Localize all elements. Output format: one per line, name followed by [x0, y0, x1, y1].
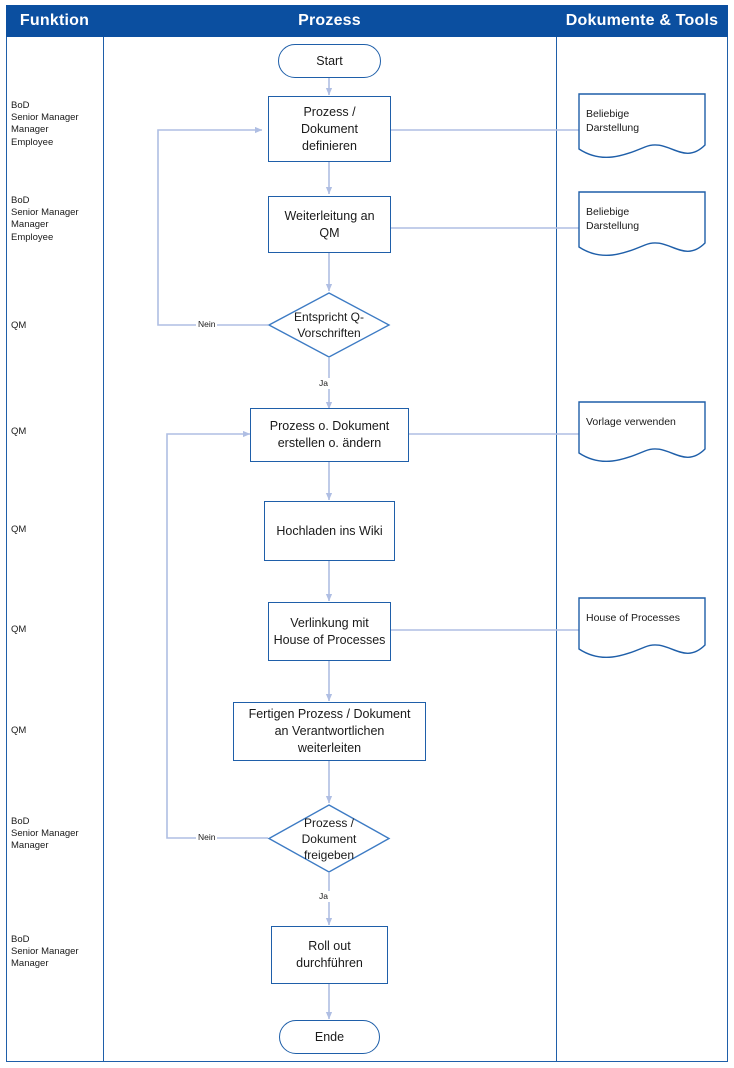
node-entspricht-q-vorschriften[interactable]: Entspricht Q- Vorschriften	[267, 292, 391, 358]
role-label-release: BoD Senior Manager Manager	[11, 816, 79, 852]
document-shape	[578, 191, 706, 257]
node-prozess-dokument-definieren[interactable]: Prozess / Dokument definieren	[268, 96, 391, 162]
document-beliebige-darstellung-1[interactable]: Beliebige Darstellung	[578, 93, 706, 160]
column-header-dokumente: Dokumente & Tools	[565, 12, 719, 29]
node-label: Prozess / Dokument freigeben	[301, 815, 357, 862]
document-shape	[578, 93, 706, 159]
document-label: House of Processes	[586, 612, 680, 624]
node-weiterleitung-an-qm[interactable]: Weiterleitung an QM	[268, 196, 391, 253]
node-verlinkung-house-of-processes[interactable]: Verlinkung mit House of Processes	[268, 602, 391, 661]
document-label: Beliebige Darstellung	[586, 108, 640, 134]
role-label-link-hop: QM	[11, 624, 27, 635]
document-shape	[578, 597, 706, 659]
role-label-handover: QM	[11, 725, 27, 736]
role-label-define: BoD Senior Manager Manager Employee	[11, 100, 79, 148]
node-roll-out-durchfuehren[interactable]: Roll out durchführen	[271, 926, 388, 984]
node-hochladen-ins-wiki[interactable]: Hochladen ins Wiki	[264, 501, 395, 561]
role-label-create: QM	[11, 426, 27, 437]
document-vorlage-verwenden[interactable]: Vorlage verwenden	[578, 401, 706, 464]
branch-label-check-q-nein: Nein	[196, 319, 218, 330]
document-house-of-processes[interactable]: House of Processes	[578, 597, 706, 660]
node-start[interactable]: Start	[278, 44, 381, 78]
document-beliebige-darstellung-2[interactable]: Beliebige Darstellung	[578, 191, 706, 258]
header-band	[6, 5, 728, 37]
node-ende[interactable]: Ende	[279, 1020, 380, 1054]
decision-outline-1	[267, 292, 391, 358]
node-prozess-dokument-freigeben[interactable]: Prozess / Dokument freigeben	[267, 804, 391, 873]
column-header-prozess: Prozess	[298, 12, 361, 29]
document-label: Beliebige Darstellung	[586, 206, 640, 232]
decision-outline-2	[267, 804, 391, 873]
column-divider-funktion-prozess	[103, 5, 104, 1062]
document-label: Vorlage verwenden	[586, 416, 676, 428]
node-label: Entspricht Q- Vorschriften	[293, 310, 365, 340]
node-fertigen-prozess-weiterleiten[interactable]: Fertigen Prozess / Dokument an Verantwor…	[233, 702, 426, 761]
branch-label-check-q-ja: Ja	[317, 378, 330, 389]
document-shape	[578, 401, 706, 463]
role-label-check-q: QM	[11, 320, 27, 331]
branch-label-release-nein: Nein	[196, 832, 218, 843]
column-divider-prozess-dokumente	[556, 5, 557, 1062]
branch-label-release-ja: Ja	[317, 891, 330, 902]
role-label-forward-qm: BoD Senior Manager Manager Employee	[11, 195, 79, 243]
node-prozess-o-dokument-erstellen[interactable]: Prozess o. Dokument erstellen o. ändern	[250, 408, 409, 462]
role-label-upload: QM	[11, 524, 27, 535]
role-label-rollout: BoD Senior Manager Manager	[11, 934, 79, 970]
column-header-funktion: Funktion	[19, 12, 90, 29]
